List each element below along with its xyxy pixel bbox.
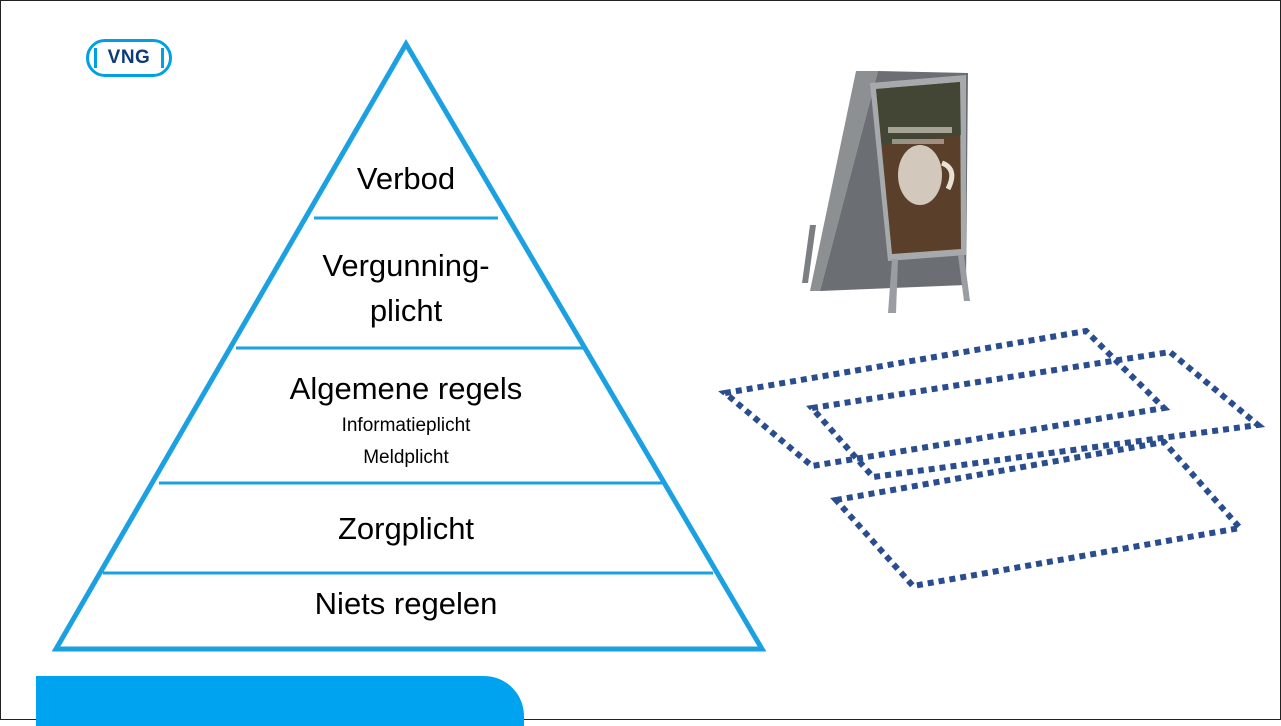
poster-text-line: [892, 139, 944, 144]
tier-algemene-regels: Algemene regels: [289, 371, 523, 406]
sign-front-leg-left: [888, 259, 898, 313]
tier-vergunningplicht-line2: plicht: [369, 293, 443, 328]
vng-logo: VNG: [86, 39, 172, 77]
pyramid-diagram: [51, 39, 767, 652]
tier-verbod: Verbod: [356, 161, 456, 196]
poster-cup-handle: [940, 160, 955, 191]
poster-cup: [898, 145, 942, 205]
sign-rear-leg: [802, 225, 816, 283]
tier-informatieplicht: Informatieplicht: [341, 415, 471, 436]
tier-zorgplicht: Zorgplicht: [337, 511, 475, 546]
sign-back-leg: [810, 71, 878, 291]
a-frame-sign-icon: [802, 71, 970, 313]
tier-niets-regelen: Niets regelen: [314, 586, 498, 621]
sign-front-leg-right: [958, 255, 970, 301]
footer-bar: [36, 676, 524, 726]
tier-meldplicht: Meldplicht: [363, 447, 449, 468]
poster-top-shade: [876, 82, 961, 145]
tier-vergunningplicht-line1: Vergunning-: [322, 248, 490, 283]
poster-text-line: [888, 127, 952, 133]
